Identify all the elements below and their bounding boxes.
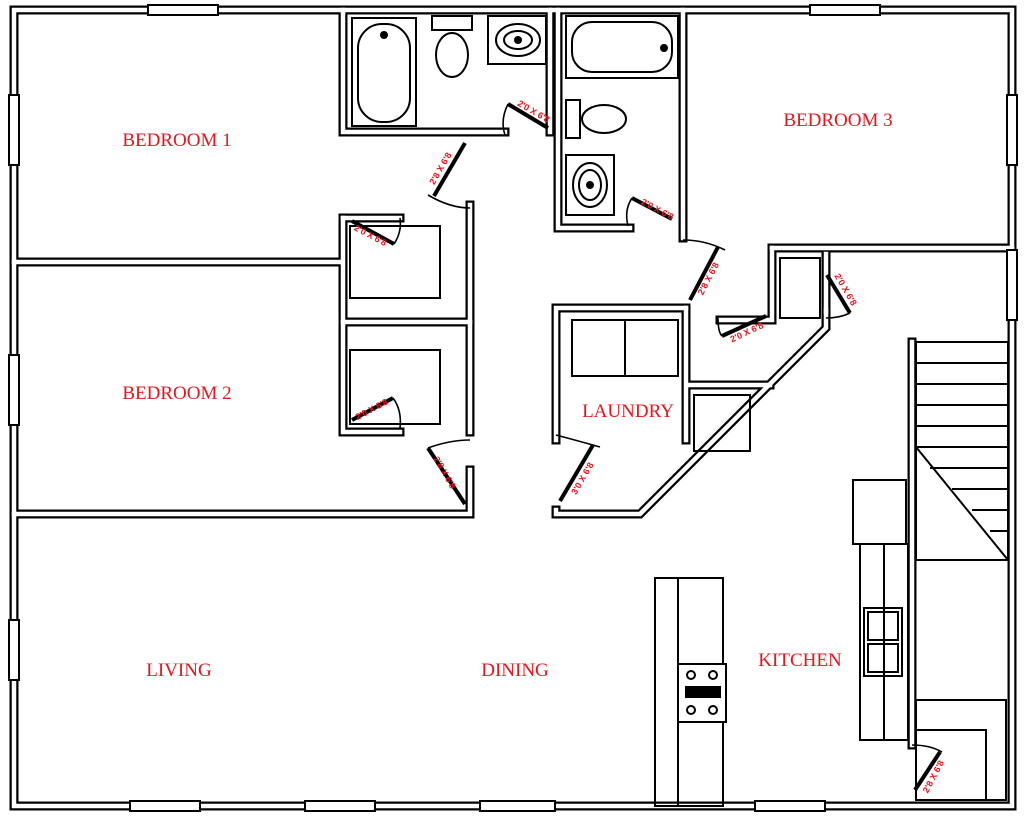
closet-shelf-2 [349, 349, 441, 425]
door-label: 2'0 X 6'8 [639, 197, 675, 222]
sink-counter-2 [565, 154, 615, 216]
closet-shelf-1 [349, 225, 441, 299]
refrigerator [852, 479, 907, 545]
room-label-bedroom-1: BEDROOM 1 [122, 130, 231, 151]
toilet-1 [435, 32, 469, 78]
toilet-tank-2 [565, 99, 581, 139]
toilet-tank-1 [431, 15, 473, 31]
room-label-living: LIVING [146, 660, 212, 681]
bathtub-1 [351, 17, 417, 127]
door-label: 2'8 X 6'8 [431, 455, 457, 491]
windows [8, 4, 1018, 812]
stairs [915, 341, 1009, 561]
tub-basin-1 [357, 23, 411, 123]
bathtub-2 [565, 15, 679, 79]
room-label-dining: DINING [481, 660, 549, 681]
room-label-bedroom-2: BEDROOM 2 [122, 383, 231, 404]
room-label-bedroom-3: BEDROOM 3 [783, 110, 892, 131]
room-label-laundry: LAUNDRY [582, 401, 674, 422]
room-labels: BEDROOM 1 BEDROOM 2 BEDROOM 3 LAUNDRY LI… [122, 110, 892, 681]
fixtures [349, 15, 1009, 807]
room-label-kitchen: KITCHEN [758, 650, 842, 671]
toilet-2 [581, 104, 627, 134]
doors [351, 102, 943, 792]
sink-counter-1 [487, 15, 547, 65]
door-label: 2'0 X 6'8 [354, 397, 390, 422]
kitchen-sink [863, 607, 903, 677]
walls-inner [11, 7, 1015, 809]
